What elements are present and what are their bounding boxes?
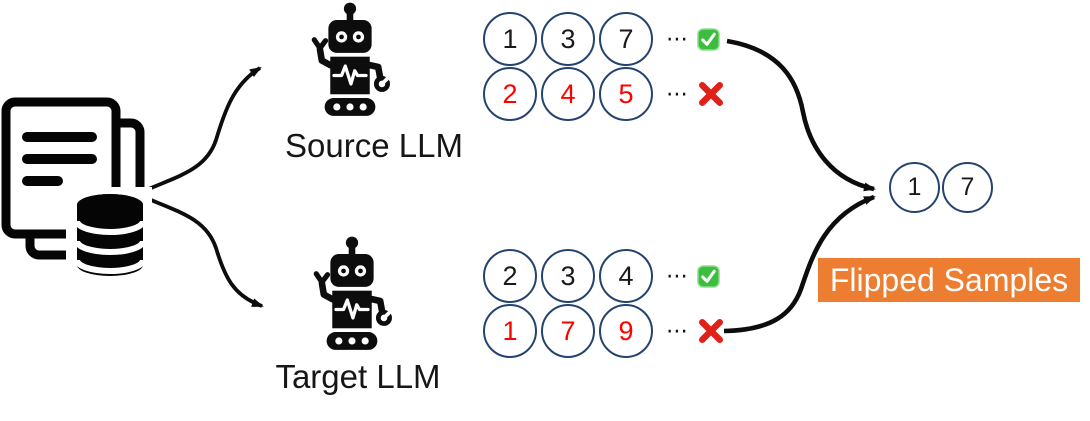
- document-database-icon: [1, 97, 152, 283]
- sample-circle: 2: [483, 67, 537, 121]
- target-llm-label: Target LLM: [275, 358, 441, 395]
- target-rejected-row: 1 7 9 ⋯: [483, 304, 725, 358]
- green-check-icon: [697, 264, 720, 288]
- ellipsis: ⋯: [666, 318, 689, 343]
- ellipsis: ⋯: [666, 81, 689, 106]
- sample-circle: 7: [942, 162, 993, 213]
- sample-circle: 4: [541, 67, 595, 121]
- red-cross-icon: [697, 317, 725, 345]
- source-robot-icon: [311, 2, 390, 116]
- ellipsis: ⋯: [666, 26, 689, 51]
- source-rejected-row: 2 4 5 ⋯: [483, 67, 725, 121]
- target-robot-icon: [313, 236, 392, 350]
- sample-circle: 7: [599, 12, 653, 66]
- green-check-icon: [697, 27, 720, 51]
- sample-circle: 1: [483, 304, 537, 358]
- source-accepted-row: 1 3 7 ⋯: [483, 12, 720, 66]
- sample-circle: 1: [889, 162, 940, 213]
- sample-circle: 3: [541, 12, 595, 66]
- flipped-samples-circles: 1 7: [889, 162, 993, 213]
- sample-circle: 7: [541, 304, 595, 358]
- arrow-source-accepted-to-flipped: [726, 38, 876, 192]
- target-accepted-row: 2 3 4 ⋯: [483, 249, 720, 303]
- ellipsis: ⋯: [666, 263, 689, 288]
- source-llm-label: Source LLM: [285, 127, 463, 164]
- sample-circle: 9: [599, 304, 653, 358]
- sample-circle: 3: [541, 249, 595, 303]
- red-cross-icon: [697, 80, 725, 108]
- sample-circle: 2: [483, 249, 537, 303]
- sample-circle: 4: [599, 249, 653, 303]
- sample-circle: 5: [599, 67, 653, 121]
- sample-circle: 1: [483, 12, 537, 66]
- flipped-samples-label: Flipped Samples: [818, 258, 1080, 302]
